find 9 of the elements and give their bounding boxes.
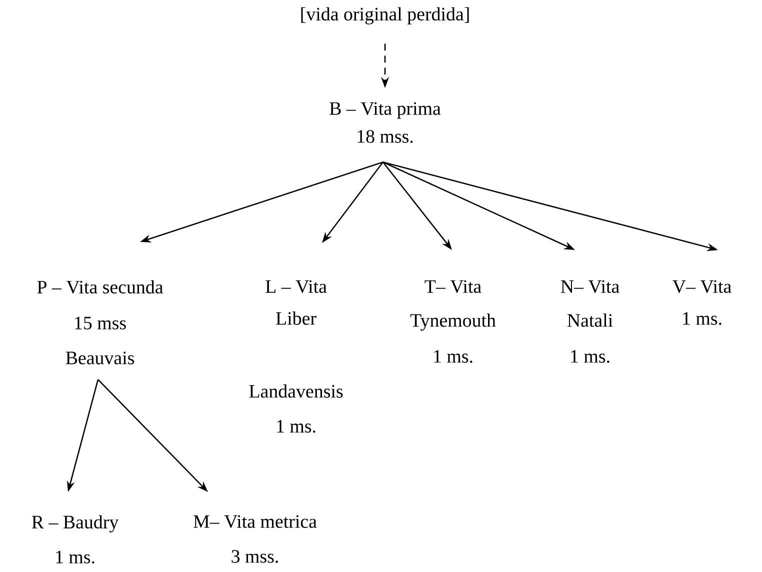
manuscript-label: N– Vita Natali 1 ms. — [560, 280, 620, 363]
manuscript-label: B – Vita prima 18 mss. — [330, 102, 441, 143]
manuscript-label: T– Vita Tynemouth 1 ms. — [410, 280, 496, 363]
manuscript-label: V– Vita 1 ms. — [672, 280, 732, 325]
manuscript-label: L – Vita Liber Landavensis 1 ms. — [249, 280, 343, 433]
manuscript-label: [vida original perdida] — [301, 7, 469, 24]
manuscript-label: R – Baudry 1 ms. — [32, 515, 119, 564]
manuscript-label: P – Vita secunda 15 mss Beauvais — [37, 280, 164, 364]
manuscript-label: M– Vita metrica 3 mss. — [194, 515, 317, 563]
